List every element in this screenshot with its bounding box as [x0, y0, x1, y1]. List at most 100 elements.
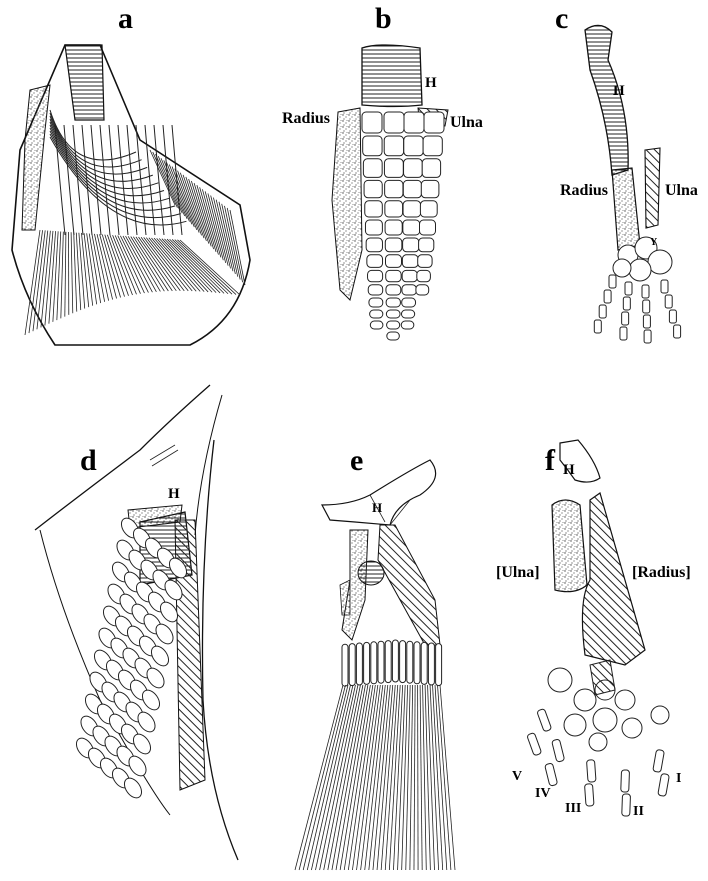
fin-segment — [385, 238, 402, 252]
fin-ray — [438, 685, 451, 870]
fin-segment — [402, 255, 418, 268]
fin-ray — [385, 685, 397, 870]
fin-segment — [386, 285, 401, 295]
phalanx — [599, 305, 606, 318]
fin-e-oval — [358, 561, 384, 585]
carpal-bone — [651, 706, 669, 724]
fin-segment — [365, 201, 383, 217]
fin-segment — [366, 238, 382, 252]
fin-radial-bone — [407, 641, 413, 683]
carpal-hatched — [590, 660, 615, 695]
phalanx — [552, 739, 565, 762]
fin-segment — [384, 112, 404, 133]
fin-segment — [387, 332, 400, 340]
phalanx — [643, 315, 650, 328]
fin-segment — [424, 112, 444, 133]
carpal-bone — [613, 259, 631, 277]
fin-segment — [367, 255, 383, 268]
label-f-digit-v: V — [512, 769, 522, 784]
phalanx — [669, 310, 676, 323]
panel-label-d: d — [80, 444, 97, 477]
phalanx — [587, 760, 597, 783]
body-d-outline-right-2 — [195, 395, 222, 535]
fin-segment — [370, 310, 383, 318]
carpal-bone — [615, 690, 635, 710]
phalanx — [644, 330, 651, 343]
fin-segment — [404, 112, 424, 133]
fin-segment — [368, 270, 383, 281]
label-f-h: H — [563, 462, 575, 478]
phalanx — [545, 763, 558, 786]
fin-segment — [418, 255, 432, 268]
fin-segment — [403, 201, 421, 217]
fin-radial-bone — [421, 642, 427, 684]
fin-e-side-bump — [340, 580, 350, 615]
fin-radial-bone — [378, 641, 384, 683]
fin-segment — [420, 201, 437, 217]
body-d-outline-right — [202, 440, 238, 860]
fin-segment — [420, 220, 436, 235]
phalanx — [643, 300, 650, 313]
fin-radial-bone — [349, 644, 355, 686]
body-d-outline-outer — [35, 385, 210, 530]
fin-segment — [403, 180, 421, 197]
phalanx — [609, 275, 616, 288]
fin-ray — [328, 685, 363, 870]
fin-radial-bone — [428, 643, 434, 685]
fin-radial-bone — [392, 640, 398, 682]
fin-segment — [385, 220, 402, 235]
fin-segment — [421, 180, 439, 197]
label-c-h: H — [613, 83, 625, 99]
limb-c-ulna — [645, 148, 660, 228]
fin-ray — [440, 685, 455, 870]
panel-f-limb — [527, 440, 670, 816]
fin-ray — [352, 685, 377, 870]
fin-segment — [404, 159, 423, 178]
girdle-e — [322, 460, 436, 525]
limb-c-humerus — [585, 25, 628, 175]
phalanx — [653, 749, 665, 772]
fin-segment — [363, 159, 382, 178]
fin-segment — [363, 136, 382, 156]
label-b-ulna: Ulna — [450, 114, 483, 131]
fin-ray — [381, 685, 395, 870]
fin-segment — [403, 220, 420, 235]
label-c-ulna: Ulna — [665, 182, 698, 199]
carpal-bone — [564, 714, 586, 736]
label-f-digit-iv: IV — [535, 786, 551, 801]
phalanx — [623, 297, 630, 310]
label-f-radius: [Radius] — [632, 564, 691, 581]
fin-e-right-bar — [378, 525, 440, 645]
phalanx — [661, 280, 668, 293]
limb-f-ulna — [552, 500, 587, 592]
fin-segment — [419, 238, 434, 252]
phalanx — [674, 325, 681, 338]
label-e-h: H — [372, 500, 382, 515]
fin-ray — [365, 685, 386, 870]
label-c-radius: Radius — [560, 182, 608, 199]
phalanx — [622, 312, 629, 325]
fin-ray — [311, 685, 353, 870]
label-f-digit-iii: III — [565, 801, 581, 816]
phalanx — [537, 708, 552, 731]
panel-label-f: f — [545, 444, 556, 477]
fin-b-humerus — [362, 45, 422, 107]
phalanx — [622, 794, 631, 816]
fin-segment — [401, 310, 414, 318]
carpal-bone — [574, 689, 596, 711]
carpal-bone — [589, 733, 607, 751]
fin-ray — [414, 685, 415, 870]
fin-segment — [368, 285, 382, 295]
fin-segment — [422, 159, 440, 178]
panel-label-e: e — [350, 444, 363, 477]
panel-d-fin — [35, 385, 238, 860]
label-d-h: H — [168, 486, 180, 502]
phalanx — [665, 295, 672, 308]
fin-segment — [417, 270, 431, 281]
fin-segment — [387, 321, 400, 329]
fin-segment — [370, 321, 383, 329]
carpal-bone — [593, 708, 617, 732]
fin-segment — [384, 136, 403, 156]
phalanx — [658, 773, 670, 796]
